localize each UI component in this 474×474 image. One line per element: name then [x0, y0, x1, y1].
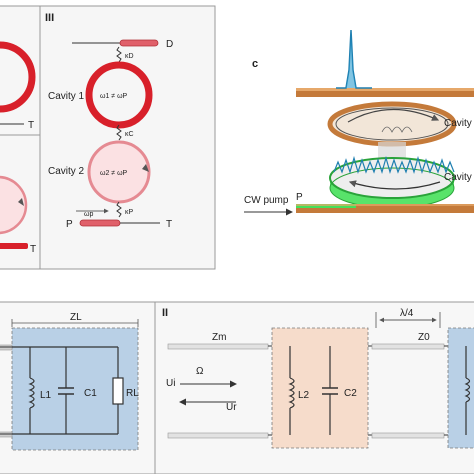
line-impedance-0-label: Z0	[418, 332, 430, 343]
cw-pump-label: CW pump	[244, 195, 289, 206]
kappa-C-label: κC	[125, 131, 134, 138]
resonator-box	[271, 327, 369, 449]
subpanel-II-fragment: T	[0, 175, 36, 255]
load-circuit: ZL L1 C1 RL	[0, 312, 139, 451]
section-II-label: II	[162, 307, 168, 319]
inductor-L2	[288, 377, 295, 409]
panel-c-label: c	[252, 58, 258, 70]
through-port-label: T	[166, 219, 172, 230]
panel-c-pump-port-label: P	[296, 192, 303, 203]
transmission-line-section: II Zm Ω Ui Ur L2	[162, 307, 474, 449]
bottom-bus-waveguide	[296, 204, 474, 213]
inductor-L1	[28, 377, 35, 409]
resistor-RL-label: RL	[126, 388, 139, 399]
top-cavity-label: Cavity	[444, 118, 472, 129]
comb-spectrum-teeth	[333, 155, 455, 175]
ring-resonator-top-left	[0, 41, 36, 113]
capacitor-C2-label: C2	[344, 388, 357, 399]
subpanel-I-fragment: T	[0, 41, 36, 131]
omega2-label: ω2 ≠ ωP	[100, 170, 128, 177]
bottom-cavity-label: Cavity	[444, 172, 472, 183]
load-impedance-label: ZL	[70, 312, 82, 323]
cavity-2-label: Cavity 2	[48, 166, 85, 177]
panel-d: ZL L1 C1 RL	[0, 301, 474, 474]
through-port-top-left-label: T	[28, 120, 34, 131]
resistor-RL	[112, 377, 124, 405]
inductor-L2-label: L2	[298, 390, 310, 401]
omega1-label: ω1 ≠ ωP	[100, 93, 128, 100]
ring-resonator-bottom-left	[0, 175, 28, 235]
pump-port-label: P	[66, 219, 73, 230]
panel-b: T T III D κD ω1 ≠ ωP Cavity 1 κC	[0, 5, 216, 270]
drop-port-label: D	[166, 39, 173, 50]
subpanel-III-label: III	[45, 12, 54, 24]
top-bus-waveguide	[296, 88, 474, 97]
inductor-L1-label: L1	[40, 390, 52, 401]
capacitor-C1-label: C1	[84, 388, 97, 399]
drop-waveguide	[119, 39, 159, 47]
kappa-D-label: κD	[125, 53, 134, 60]
right-load-box-fragment	[447, 327, 474, 449]
panel-c: c Cavity Cavity CW pump P	[244, 29, 474, 216]
pump-waveguide	[79, 219, 121, 227]
green-field-band	[330, 178, 454, 208]
subpanel-III: III D κD ω1 ≠ ωP Cavity 1 κC ω2 ≠ ωP Cav…	[45, 12, 173, 230]
cavity-1-label: Cavity 1	[48, 91, 85, 102]
kappa-P-label: κP	[125, 209, 134, 216]
reflected-wave-label: Ur	[226, 402, 237, 413]
through-port-bottom-left-label: T	[30, 244, 36, 255]
omega-p-label: ωp	[84, 211, 93, 218]
omega-label: Ω	[196, 366, 204, 377]
line-impedance-m-label: Zm	[212, 332, 226, 343]
incident-wave-label: Ui	[166, 378, 175, 389]
quarter-wave-label: λ/4	[400, 308, 414, 319]
